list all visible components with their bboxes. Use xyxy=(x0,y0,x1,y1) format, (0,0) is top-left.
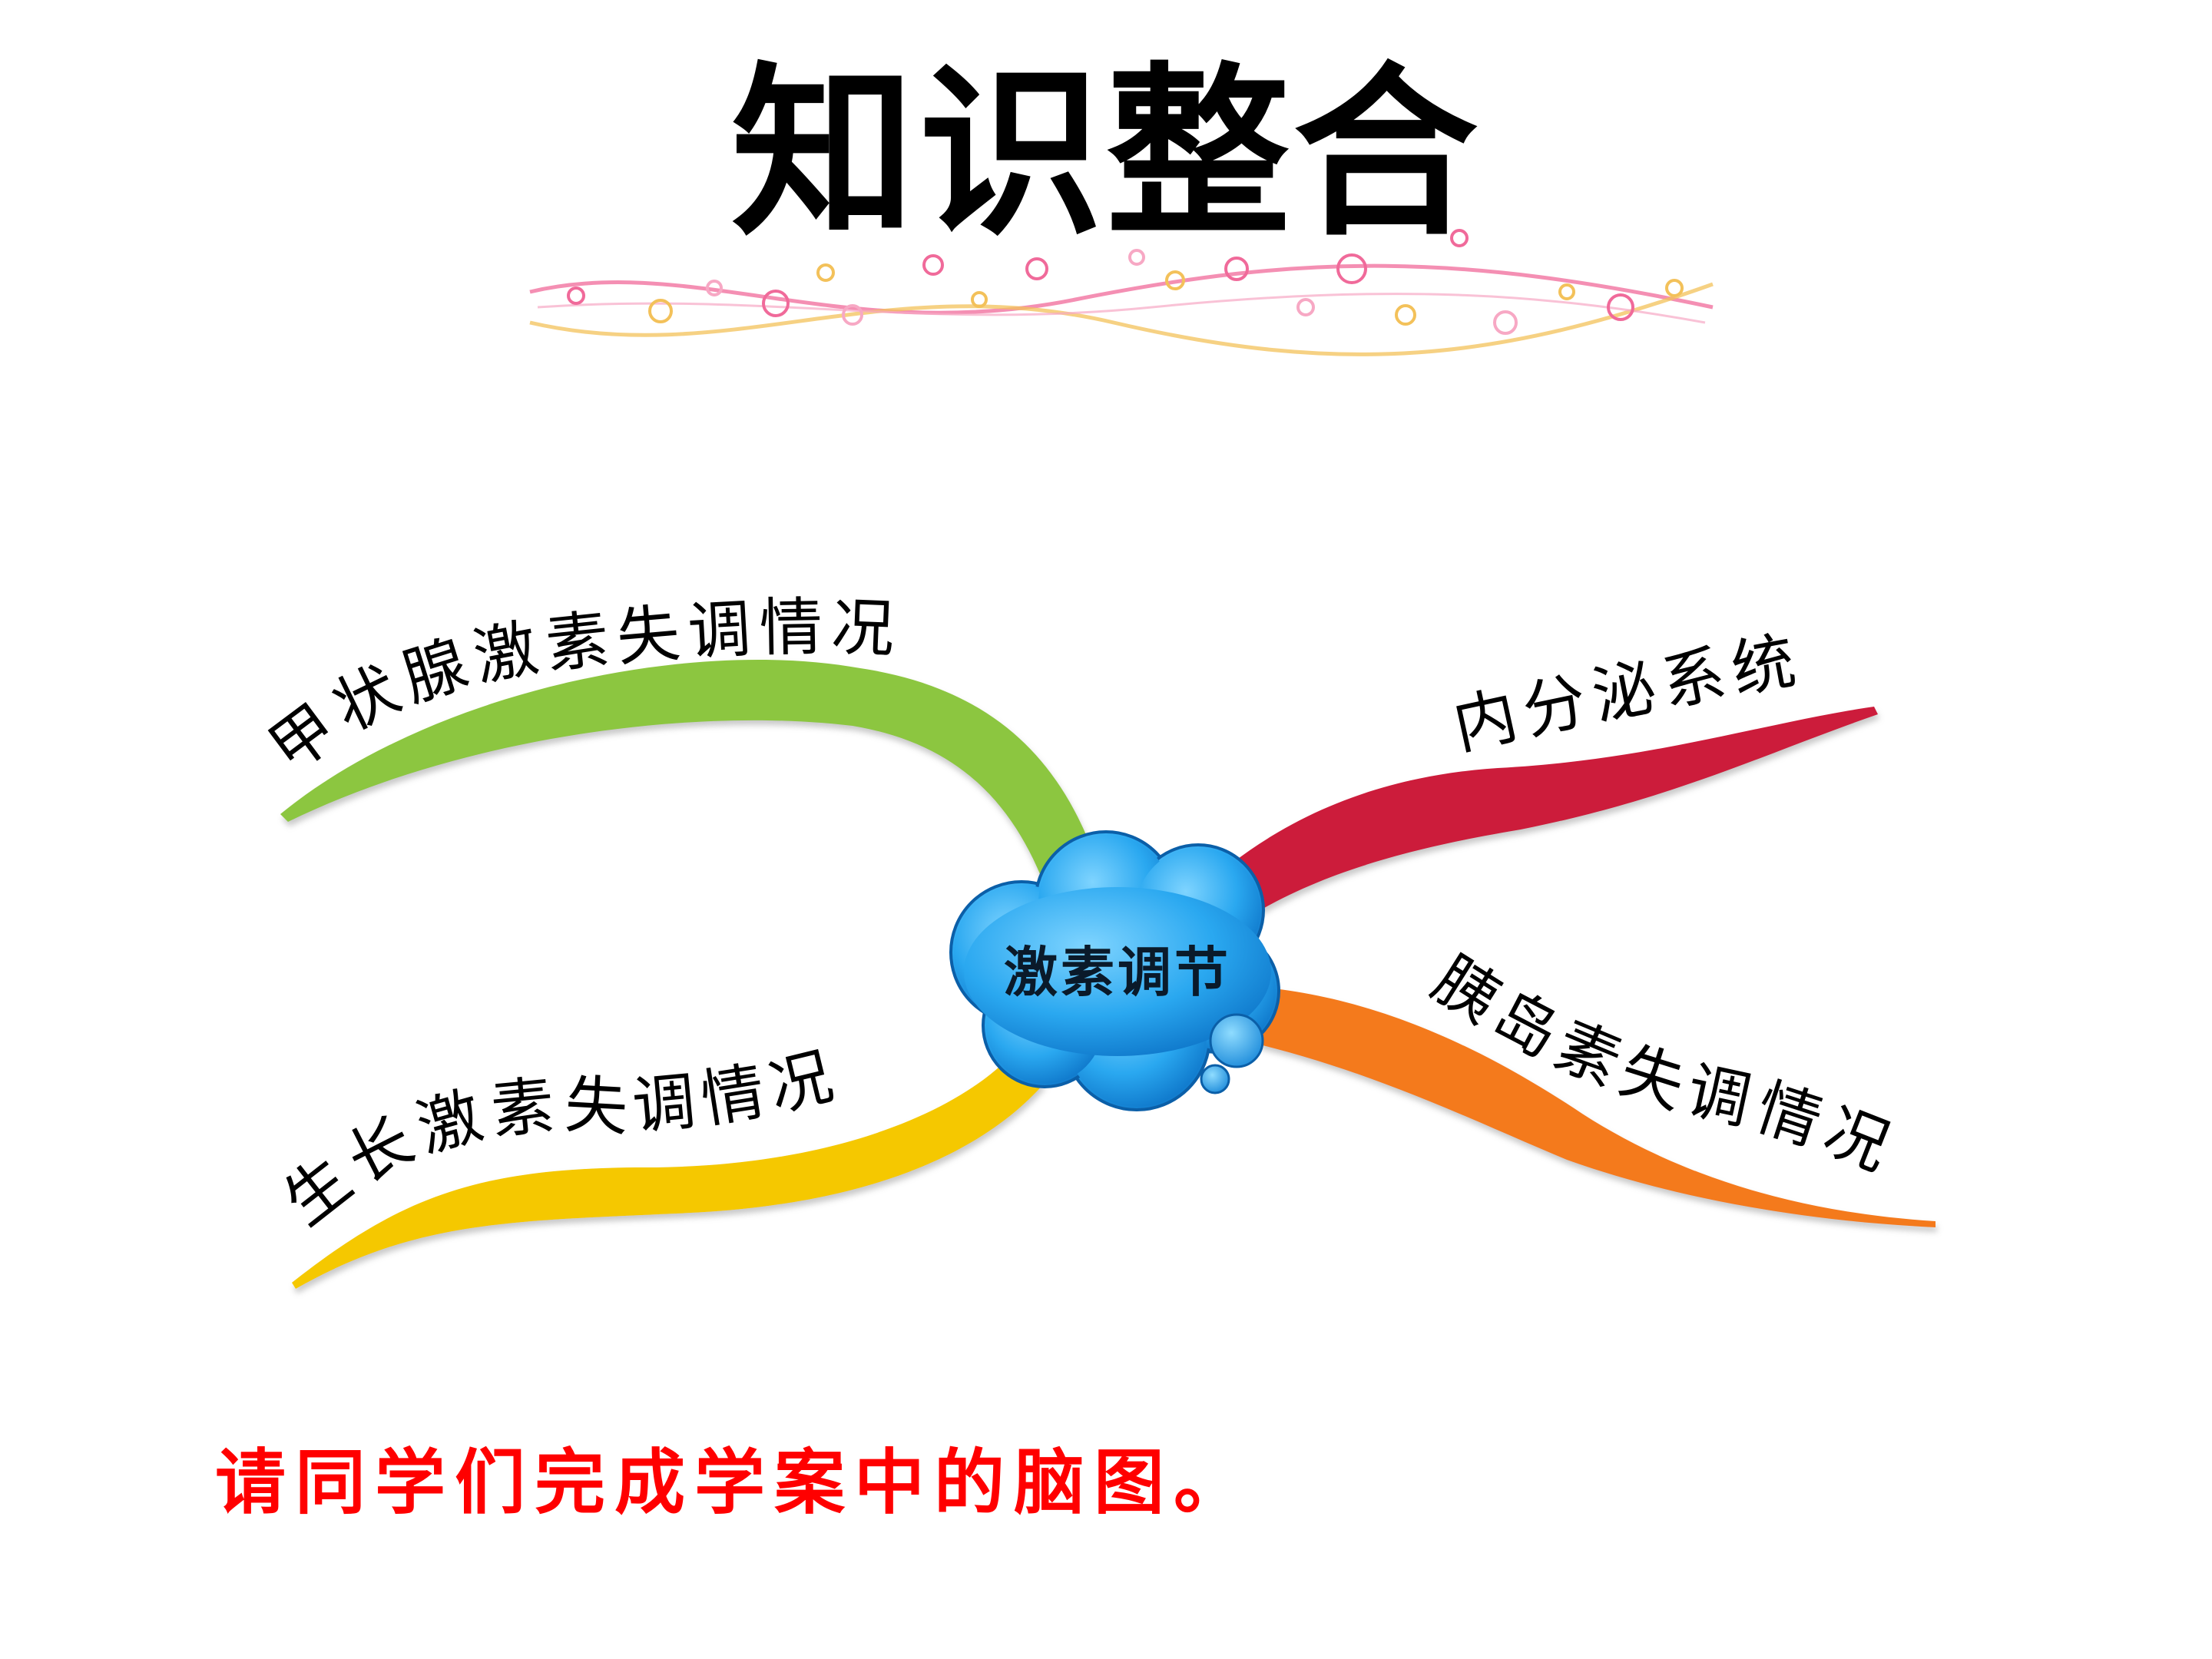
branch-endocrine-ribbon xyxy=(1183,707,1878,941)
decorative-ribbon xyxy=(529,229,1714,356)
page-title: 知识整合 xyxy=(730,46,1481,261)
center-label: 激素调节 xyxy=(1004,940,1231,1004)
branch-insulin-ribbon xyxy=(1260,987,1936,1227)
branch-thyroid-ribbon xyxy=(280,659,1106,906)
instruction-text: 请同学们完成学案中的脑图。 xyxy=(215,1441,1254,1524)
branch-growth-ribbon xyxy=(292,1068,1045,1289)
center-cloud-node: 激素调节 xyxy=(949,830,1280,1111)
